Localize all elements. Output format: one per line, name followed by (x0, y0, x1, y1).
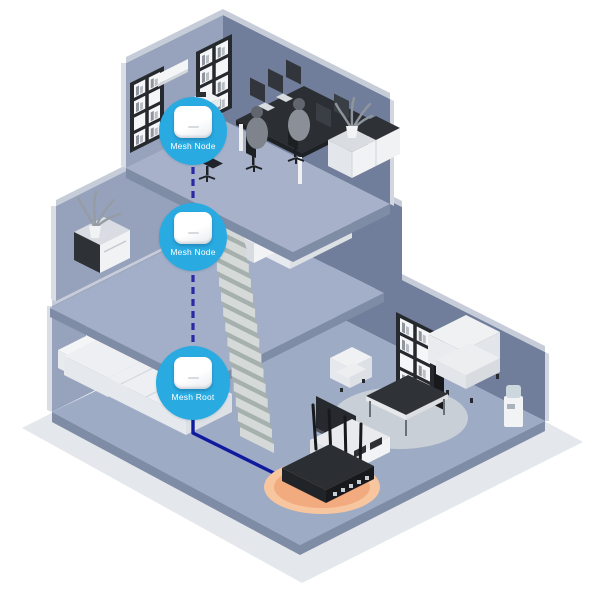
access-point-icon (174, 106, 212, 138)
access-point-icon (174, 357, 212, 389)
mesh-node-label: Mesh Node (170, 141, 216, 151)
plant-cabinet (328, 96, 400, 178)
left-wall-cut-edge (121, 63, 126, 168)
floor-slab-edge (293, 204, 390, 262)
water-cooler (504, 385, 523, 427)
armchair (330, 347, 372, 392)
right-wall-top-band (223, 9, 390, 99)
mesh-node-middle: Mesh Node (159, 203, 227, 271)
router-ports (333, 476, 369, 496)
left-wall-cut-edge (51, 206, 56, 301)
potted-plant (334, 96, 374, 132)
dresser (74, 217, 130, 273)
floor-slab-edge (52, 412, 300, 555)
potted-plant (76, 190, 122, 238)
office-person (287, 98, 310, 164)
wifi-router (264, 403, 380, 514)
mesh-node-label: Mesh Node (170, 247, 216, 257)
left-wall-top-band (126, 9, 223, 63)
sofa (428, 315, 500, 403)
office-person (245, 106, 268, 172)
monitors (250, 59, 349, 128)
right-wall-cut-edge (545, 352, 549, 421)
coffee-table (366, 375, 448, 436)
mesh-root-label: Mesh Root (171, 392, 215, 402)
left-wall-cut-edge (47, 306, 52, 412)
router-side (282, 468, 326, 503)
air-conditioner (158, 59, 188, 87)
floor-slab-edge (300, 421, 545, 555)
bookshelf (130, 66, 164, 153)
mesh-root: Mesh Root (156, 346, 230, 420)
antenna (311, 403, 318, 451)
router-top (282, 444, 374, 490)
mesh-node-top: Mesh Node (159, 97, 227, 165)
access-point-icon (174, 212, 212, 244)
